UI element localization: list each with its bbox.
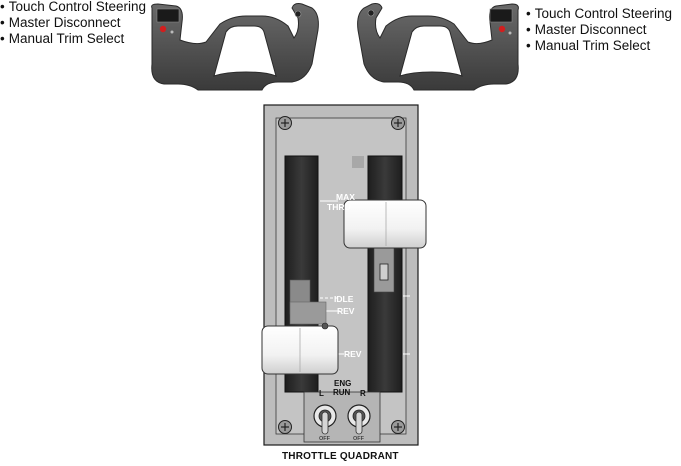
top-bracket — [352, 156, 364, 168]
right-yoke-callouts: Touch Control Steering Master Disconnect… — [526, 6, 672, 54]
throttle-quadrant: MAX THRU IDLE REV REV ENG RUN L R OFF OF… — [261, 104, 427, 446]
callout-manual-trim-select: Manual Trim Select — [0, 31, 146, 47]
left-yoke-callouts: Touch Control Steering Master Disconnect… — [0, 0, 146, 47]
screw-icon — [278, 420, 292, 434]
right-eng-run-switch[interactable] — [347, 404, 371, 435]
right-control-panel — [489, 8, 513, 23]
left-throttle-lever[interactable] — [261, 322, 339, 375]
figure-caption: THROTTLE QUADRANT — [282, 451, 399, 462]
max-thrust-label: MAX — [336, 192, 355, 202]
max-thrust-label: THRU — [327, 202, 351, 212]
reverse-lever-pad[interactable] — [289, 301, 327, 325]
left-yoke — [151, 3, 319, 91]
left-engine-label: L — [319, 389, 324, 398]
right-yoke-center-opening — [399, 25, 463, 77]
callout-master-disconnect: Master Disconnect — [0, 15, 146, 31]
right-engine-label: R — [360, 389, 366, 398]
left-control-panel — [156, 8, 180, 23]
left-master-disconnect-icon — [159, 25, 167, 33]
right-yoke — [357, 3, 519, 91]
callout-manual-trim-select: Manual Trim Select — [526, 38, 672, 54]
reverse-label: REV — [337, 306, 355, 316]
left-yoke-center-opening — [213, 25, 277, 77]
screw-icon — [391, 420, 405, 434]
left-eng-run-switch[interactable] — [313, 404, 337, 435]
eng-run-label: ENG — [334, 379, 351, 388]
callout-touch-control-steering: Touch Control Steering — [526, 6, 672, 22]
right-touch-steering-icon — [367, 9, 375, 17]
right-lever-latch[interactable] — [379, 263, 389, 281]
right-off-label: OFF — [353, 436, 365, 442]
right-throttle-lever[interactable] — [343, 199, 427, 249]
right-master-disconnect-icon — [498, 25, 506, 33]
callout-touch-control-steering: Touch Control Steering — [0, 0, 146, 15]
screw-icon — [391, 116, 405, 130]
eng-run-label: RUN — [333, 388, 351, 397]
idle-label: IDLE — [334, 294, 354, 304]
left-touch-steering-icon — [294, 10, 302, 18]
callout-master-disconnect: Master Disconnect — [526, 22, 672, 38]
left-trim-icon — [170, 30, 174, 34]
full-reverse-label: REV — [344, 349, 362, 359]
screw-icon — [278, 116, 292, 130]
left-off-label: OFF — [319, 436, 331, 442]
right-trim-icon — [508, 31, 512, 35]
